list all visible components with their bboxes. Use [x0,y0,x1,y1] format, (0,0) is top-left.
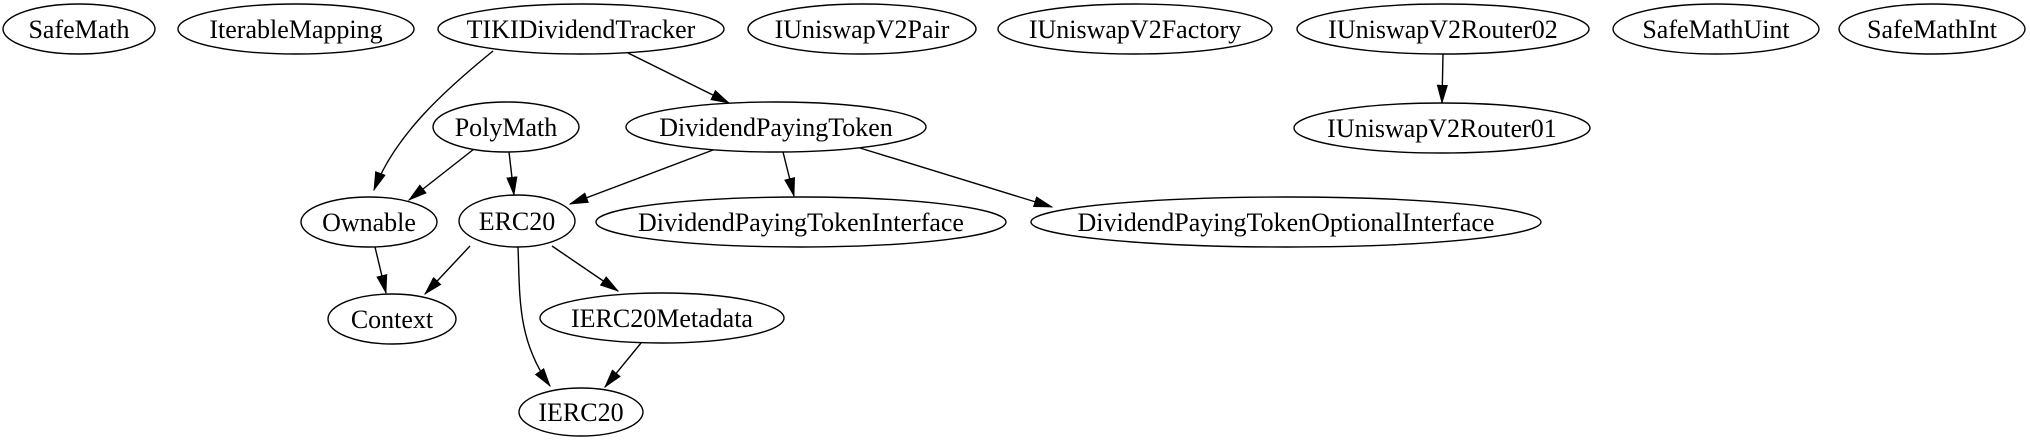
edge-erc20-context [424,245,471,296]
node-iuniswapv2pair-label: IUniswapV2Pair [775,15,950,44]
edge-dividendpayingtoken-dividendpayingtokenoptionalinterface [859,147,1054,208]
node-polymath-label: PolyMath [455,113,558,142]
node-iuniswapv2factory-label: IUniswapV2Factory [1029,15,1241,44]
edge-ierc20metadata-ierc20 [604,342,642,389]
node-iterablemapping: IterableMapping [177,3,415,55]
node-ierc20: IERC20 [518,387,644,437]
node-ierc20metadata: IERC20Metadata [539,292,785,344]
node-dividendpayingtokenoptionalinterface-label: DividendPayingTokenOptionalInterface [1078,208,1495,237]
node-tikidividendtracker-label: TIKIDividendTracker [467,15,696,44]
node-ierc20metadata-label: IERC20Metadata [571,304,753,333]
node-erc20: ERC20 [458,194,576,248]
node-safemath-label: SafeMath [28,15,129,44]
edge-polymath-erc20 [506,151,518,197]
node-ownable: Ownable [300,196,438,248]
node-safemathint-shape [1838,3,2026,55]
node-dividendpayingtokeninterface-label: DividendPayingTokenInterface [638,208,964,237]
node-safemathuint-shape [1612,3,1820,55]
edge-dividendpayingtoken-dividendpayingtokeninterface [782,151,796,198]
node-safemathint: SafeMathInt [1838,3,2026,55]
node-dividendpayingtoken: DividendPayingToken [625,101,927,153]
node-dividendpayingtokenoptionalinterface-shape [1030,196,1542,248]
node-iterablemapping-label: IterableMapping [209,15,382,44]
node-polymath: PolyMath [432,101,580,153]
edge-tikidividendtracker-ownable [373,50,494,192]
node-iuniswapv2pair-shape [747,3,977,55]
edge-erc20-ierc20metadata [551,245,620,292]
node-ownable-label: Ownable [322,208,416,237]
node-iuniswapv2pair: IUniswapV2Pair [747,3,977,55]
node-context: Context [327,293,457,345]
node-erc20-shape [458,194,576,248]
node-iuniswapv2factory-shape [997,3,1273,55]
node-ownable-shape [300,196,438,248]
node-dividendpayingtokeninterface-shape [595,196,1007,248]
node-safemath: SafeMath [2,3,156,55]
node-ierc20-label: IERC20 [538,398,623,427]
node-safemath-shape [2,3,156,55]
edge-polymath-ownable [407,148,475,201]
node-dividendpayingtokenoptionalinterface: DividendPayingTokenOptionalInterface [1030,196,1542,248]
node-erc20-label: ERC20 [479,207,556,236]
edge-ownable-context [374,246,388,295]
edge-dividendpayingtoken-erc20 [568,149,714,205]
edge-group [373,50,1448,389]
node-safemathuint-label: SafeMathUint [1642,15,1790,44]
node-tikidividendtracker: TIKIDividendTracker [437,3,725,55]
node-polymath-shape [432,101,580,153]
node-ierc20-shape [518,387,644,437]
node-ierc20metadata-shape [539,292,785,344]
node-dividendpayingtoken-shape [625,101,927,153]
node-safemathint-label: SafeMathInt [1867,15,1998,44]
node-iuniswapv2factory: IUniswapV2Factory [997,3,1273,55]
node-iuniswapv2router01-label: IUniswapV2Router01 [1327,114,1557,143]
node-iuniswapv2router02-shape [1296,3,1590,55]
edge-erc20-ierc20 [517,246,551,388]
node-iuniswapv2router02: IUniswapV2Router02 [1296,3,1590,55]
node-iuniswapv2router02-label: IUniswapV2Router02 [1328,15,1558,44]
node-iuniswapv2router01-shape [1293,102,1591,154]
node-iterablemapping-shape [177,3,415,55]
edge-tikidividendtracker-dividendpayingtoken [627,52,731,104]
node-context-shape [327,293,457,345]
node-iuniswapv2router01: IUniswapV2Router01 [1293,102,1591,154]
node-dividendpayingtoken-label: DividendPayingToken [659,113,893,142]
node-tikidividendtracker-shape [437,3,725,55]
node-context-label: Context [351,305,434,334]
node-safemathuint: SafeMathUint [1612,3,1820,55]
edge-iuniswapv2router02-iuniswapv2router01 [1436,53,1448,105]
node-dividendpayingtokeninterface: DividendPayingTokenInterface [595,196,1007,248]
